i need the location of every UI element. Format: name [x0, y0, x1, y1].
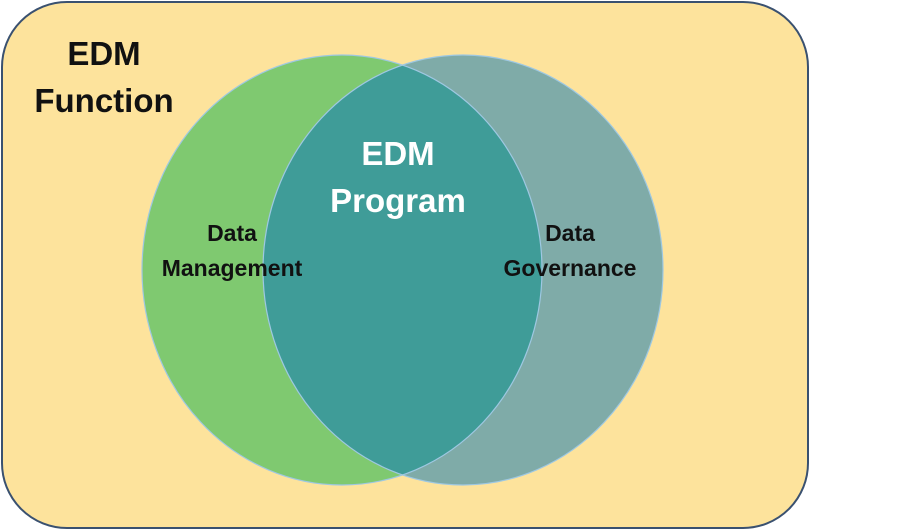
- edm-program-label-line1: EDM: [361, 135, 434, 172]
- data-governance-label-line2: Governance: [504, 255, 637, 281]
- edm-function-title-line2: Function: [34, 82, 173, 119]
- data-governance-circle-outline: [262, 54, 664, 486]
- data-management-circle-outline: [141, 54, 543, 486]
- data-governance-label-line1: Data: [545, 220, 595, 246]
- data-management-label-line2: Management: [162, 255, 303, 281]
- edm-program-overlap: [263, 55, 542, 485]
- edm-program-label-line2: Program: [330, 182, 466, 219]
- data-management-label-line1: Data: [207, 220, 257, 246]
- edm-function-title-line1: EDM: [67, 35, 140, 72]
